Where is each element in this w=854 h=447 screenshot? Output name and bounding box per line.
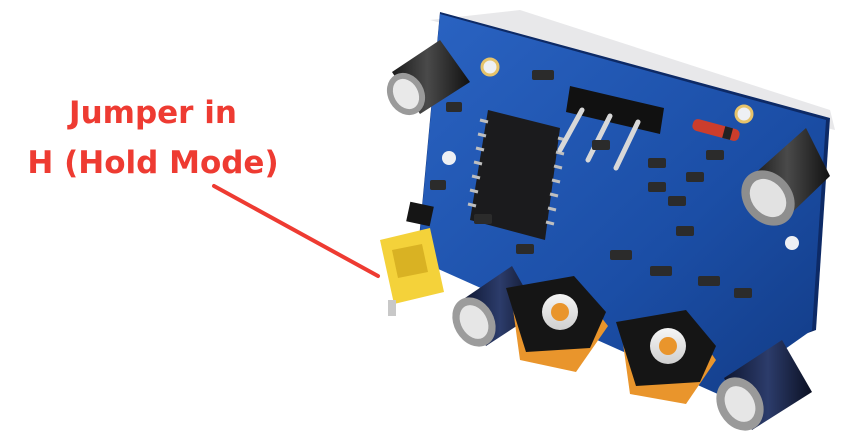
capacitor-bottom-right [716, 340, 812, 431]
potentiometer-right [616, 310, 716, 404]
mount-hole [734, 104, 754, 124]
mount-hole [785, 236, 799, 250]
annotation-line-1: Jumper in [69, 95, 237, 131]
header-pins [557, 86, 664, 171]
smd-components [430, 70, 752, 298]
mount-hole [480, 57, 500, 77]
potentiometer-left [506, 276, 608, 372]
diode [692, 119, 740, 141]
mount-hole [442, 151, 456, 165]
capacitor-top-left [386, 40, 470, 116]
capacitor-right [741, 128, 830, 226]
annotation-line-2: H (Hold Mode) [27, 145, 279, 181]
annotation-pointer-line [212, 184, 380, 278]
yellow-jumper [380, 201, 444, 316]
annotation-caption: Jumper in H (Hold Mode) [8, 88, 298, 188]
